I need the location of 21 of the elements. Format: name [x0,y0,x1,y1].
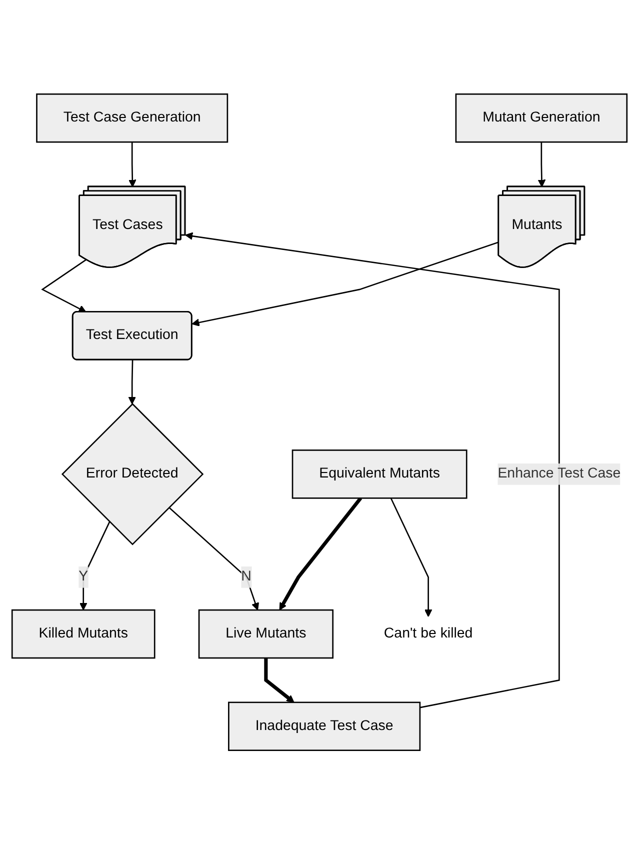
node-diamond: Error Detected [61,402,204,546]
arrow [264,658,294,703]
edge-label: Y [78,568,88,584]
edge-label: Enhance Test Case [498,466,621,482]
node-box: Killed Mutants [11,609,156,658]
arrow [279,496,362,610]
edge-label: N [241,568,252,584]
node-box: Mutant Generation [455,93,628,142]
node-box: Inadequate Test Case [228,702,421,751]
node-box: Equivalent Mutants [292,449,468,499]
arrow [390,498,432,617]
arrow [168,506,260,610]
arrow [185,232,560,708]
node-text: Can't be killed [384,626,473,641]
arrow [538,142,546,188]
node-box: Test Case Generation [36,93,228,142]
arrow [192,241,500,326]
arrow [128,142,136,188]
arrow [41,258,87,312]
node-box: Live Mutants [198,609,334,658]
arrow [128,360,136,404]
